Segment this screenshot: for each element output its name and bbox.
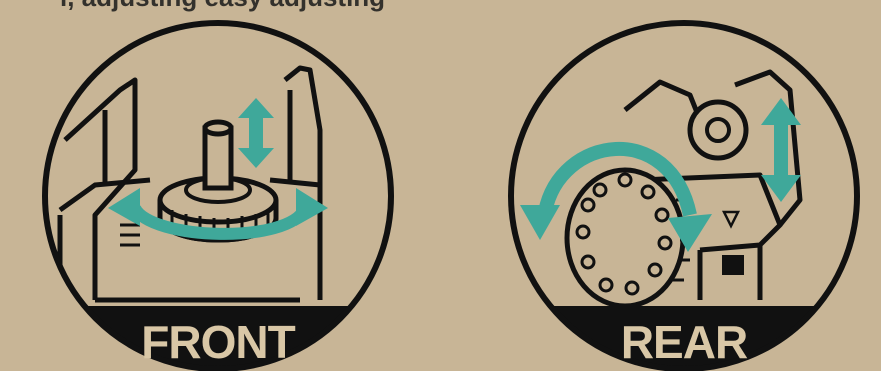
rear-windage-drum <box>567 170 692 306</box>
header-partial-text: l, adjusting easy adjusting <box>60 0 385 12</box>
rear-base-block <box>722 255 744 275</box>
rear-sight-panel: REAR <box>496 23 876 371</box>
front-elevation-arrow <box>238 98 274 168</box>
windage-marker <box>724 212 738 226</box>
front-post <box>205 122 231 188</box>
base-hatch <box>120 225 140 245</box>
rear-label: REAR <box>621 316 748 368</box>
front-label: FRONT <box>141 316 295 368</box>
front-sight-panel: FRONT <box>30 23 410 371</box>
